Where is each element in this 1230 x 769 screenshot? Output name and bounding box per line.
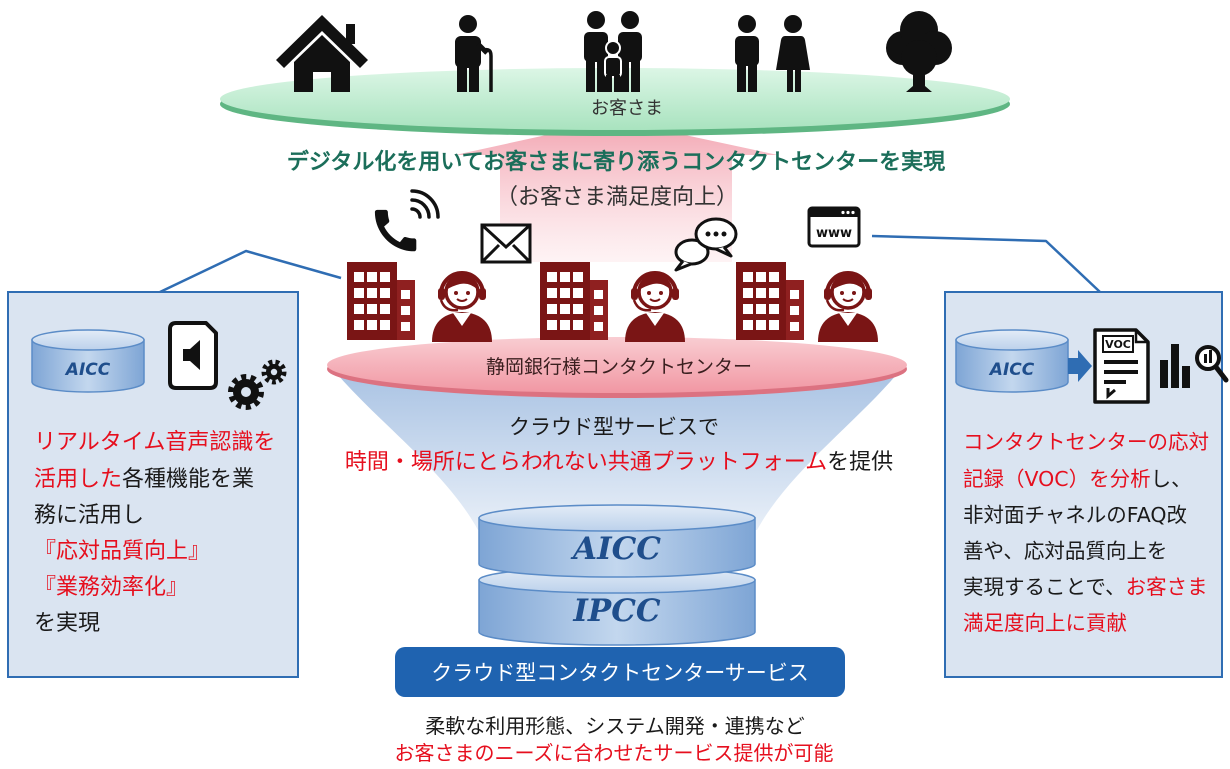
left-line-2-seg-2: 各種機能を業 [122,467,254,492]
operator-headset-icon [430,271,494,344]
database-icon: AICC [31,329,145,393]
customer-label: お客さま [591,98,663,119]
couple-icon [735,15,810,92]
chart-search-icon [1160,344,1229,388]
customer-ellipse [220,68,1010,136]
right-line-1-seg-1: コンタクトセンターの応対 [963,430,1209,454]
funnel-line-2-rest: を提供 [827,450,893,475]
left-callout-pointer [159,249,342,294]
service-label: クラウド型コンタクトセンターサービス [431,661,809,685]
left-line-4-seg-1: 『応対品質向上』 [34,539,210,564]
footer-line-2: お客さまのニーズに合わせたサービス提供が可能 [395,741,834,765]
audio-file-icon [168,321,218,390]
aicc-label: AICC [570,531,661,567]
tree-icon [886,11,952,92]
chat-icon [674,217,738,272]
left-line-3-seg-1: 務に活用し [34,503,144,528]
ipcc-cylinder: IPCC [478,566,756,646]
left-line-2-seg-1: 活用した [34,467,122,492]
right-line-5-seg-2: お客さま [1126,575,1208,599]
left-line-1: リアルタイム音声認識を [34,430,275,455]
headline-sub: （お客さま満足度向上） [496,185,738,210]
voc-document-icon: VOC [1093,328,1150,404]
contact-center-ellipse [327,337,907,398]
office-building-icon [736,262,804,340]
web-browser-icon: www [807,206,861,248]
right-line-6: 満足度向上に貢献 [963,611,1127,635]
web-icon-text: www [816,226,852,241]
service-bar [395,647,845,697]
right-panel: AICC VOC コンタクトセンターの応対 記録（VOC）を分析し、 非 [871,234,1229,678]
right-line-4-seg-1: 善や、応対品質向上を [963,539,1167,563]
phone-icon [374,189,440,252]
ipcc-label: IPCC [572,593,660,629]
family-icon [584,11,642,92]
house-icon [276,15,368,92]
right-line-4: 善や、応対品質向上を [963,539,1167,563]
operator-headset-icon [623,271,687,344]
right-callout-pointer [871,234,1101,293]
elderly-person-icon [455,15,493,92]
funnel [332,368,902,530]
left-panel: AICC リアルタイム音声認識を 活用した各種機能を業 務に活用し 『応対品質向… [7,249,342,678]
office-building-icon [540,262,608,340]
funnel-line-1: クラウド型サービスで [509,415,719,439]
left-line-1-seg-1: リアルタイム音声認識を [34,430,275,455]
database-icon: AICC [955,329,1069,393]
funnel-line-2-emphasis: 時間・場所にとらわれない共通プラットフォーム [345,450,827,475]
funnel-line-2: 時間・場所にとらわれない共通プラットフォームを提供 [345,450,893,475]
left-line-6: を実現 [34,611,100,636]
left-line-5-seg-1: 『業務効率化』 [34,575,188,600]
left-db-label: AICC [64,360,111,380]
right-line-2-seg-1: 記録（VOC）を分析 [963,467,1151,491]
office-building-icon [347,262,415,340]
right-line-3: 非対面チャネルのFAQ改 [963,503,1187,527]
right-line-5: 実現することで、お客さま [963,575,1208,599]
aicc-cylinder: AICC [478,504,756,578]
left-line-4: 『応対品質向上』 [34,539,210,564]
right-line-6-seg-1: 満足度向上に貢献 [963,611,1127,635]
footer-line-1: 柔軟な利用形態、システム開発・連携など [425,714,804,738]
left-line-3: 務に活用し [34,503,144,528]
voc-icon-text: VOC [1105,338,1131,351]
operator-headset-icon [816,271,880,344]
arrow-right-icon [1068,350,1092,382]
headline: デジタル化を用いてお客さまに寄り添うコンタクトセンターを実現 [287,149,945,175]
right-line-2-seg-2: し、 [1151,467,1192,491]
left-line-6-seg-1: を実現 [34,611,100,636]
right-line-5-seg-1: 実現することで、 [963,575,1126,599]
left-line-2: 活用した各種機能を業 [34,467,254,492]
contact-center-label: 静岡銀行様コンタクトセンター [486,356,752,378]
envelope-icon [480,223,532,264]
right-line-1: コンタクトセンターの応対 [963,430,1209,454]
left-line-5: 『業務効率化』 [34,575,188,600]
gears-icon [228,359,287,410]
right-db-label: AICC [988,360,1035,380]
right-line-3-seg-1: 非対面チャネルのFAQ改 [963,503,1187,527]
right-line-2: 記録（VOC）を分析し、 [963,467,1192,491]
